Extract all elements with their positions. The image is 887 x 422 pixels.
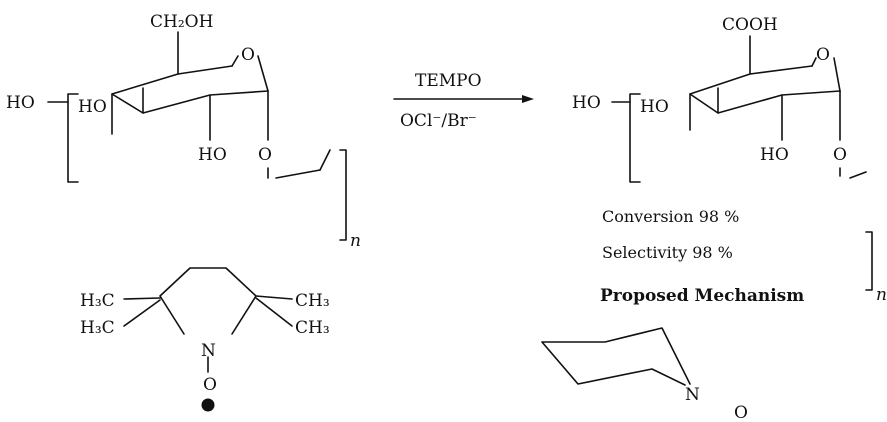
reactant-right-bracket [339,149,347,241]
product-ring [689,65,841,114]
reactant-ho-bottom-label: HO [198,145,227,165]
tempo-ch3-bottom: CH₃ [295,318,330,338]
tempo-h3c-top: H₃C [80,291,115,311]
mechanism-o-label: O [734,403,748,422]
mechanism-n-label: N [685,385,700,405]
product-cooh-label: COOH [722,15,778,35]
product-glyco-o-label: O [833,145,847,165]
product-structure: COOH O HO HO HO O n Conversion 98 % Sele… [572,15,887,305]
reactant-ho-ring-label: HO [78,97,107,117]
mechanism-structure: N O [541,327,748,422]
reagent-top: TEMPO [415,71,482,91]
product-ho-ring-label: HO [640,97,669,117]
conversion-text: Conversion 98 % [602,207,739,226]
product-ho-left-label: HO [572,93,601,113]
tempo-h3c-bottom: H₃C [80,318,115,338]
tempo-structure: H₃C H₃C CH₃ CH₃ N O [80,267,330,412]
reactant-glyco-o-label: O [258,145,272,165]
reactant-ch2oh-label: CH₂OH [150,12,213,32]
reactant-structure: CH₂OH O HO HO HO O n [6,12,361,251]
radical-dot [201,398,215,412]
reactant-ring-o-label: O [241,45,255,65]
product-ho-bottom-label: HO [760,145,789,165]
reactant-ho-left-label: HO [6,93,35,113]
product-ring-o-label: O [816,45,830,65]
mechanism-heading: Proposed Mechanism [600,286,804,306]
reaction-arrow: TEMPO OCl⁻/Br⁻ [393,71,534,131]
tempo-o-label: O [203,375,217,395]
mechanism-ring [541,327,691,386]
tempo-ch3-top: CH₃ [295,291,330,311]
reactant-repeat-n: n [350,231,361,251]
reactant-left-bracket [67,93,79,183]
reactant-ring [111,65,269,114]
tempo-n-label: N [201,341,216,361]
product-repeat-n: n [876,285,887,305]
selectivity-text: Selectivity 98 % [602,243,733,262]
tempo-ring [159,267,257,335]
reagent-bottom: OCl⁻/Br⁻ [400,111,477,131]
product-right-bracket [865,231,873,291]
product-left-bracket [629,93,641,183]
